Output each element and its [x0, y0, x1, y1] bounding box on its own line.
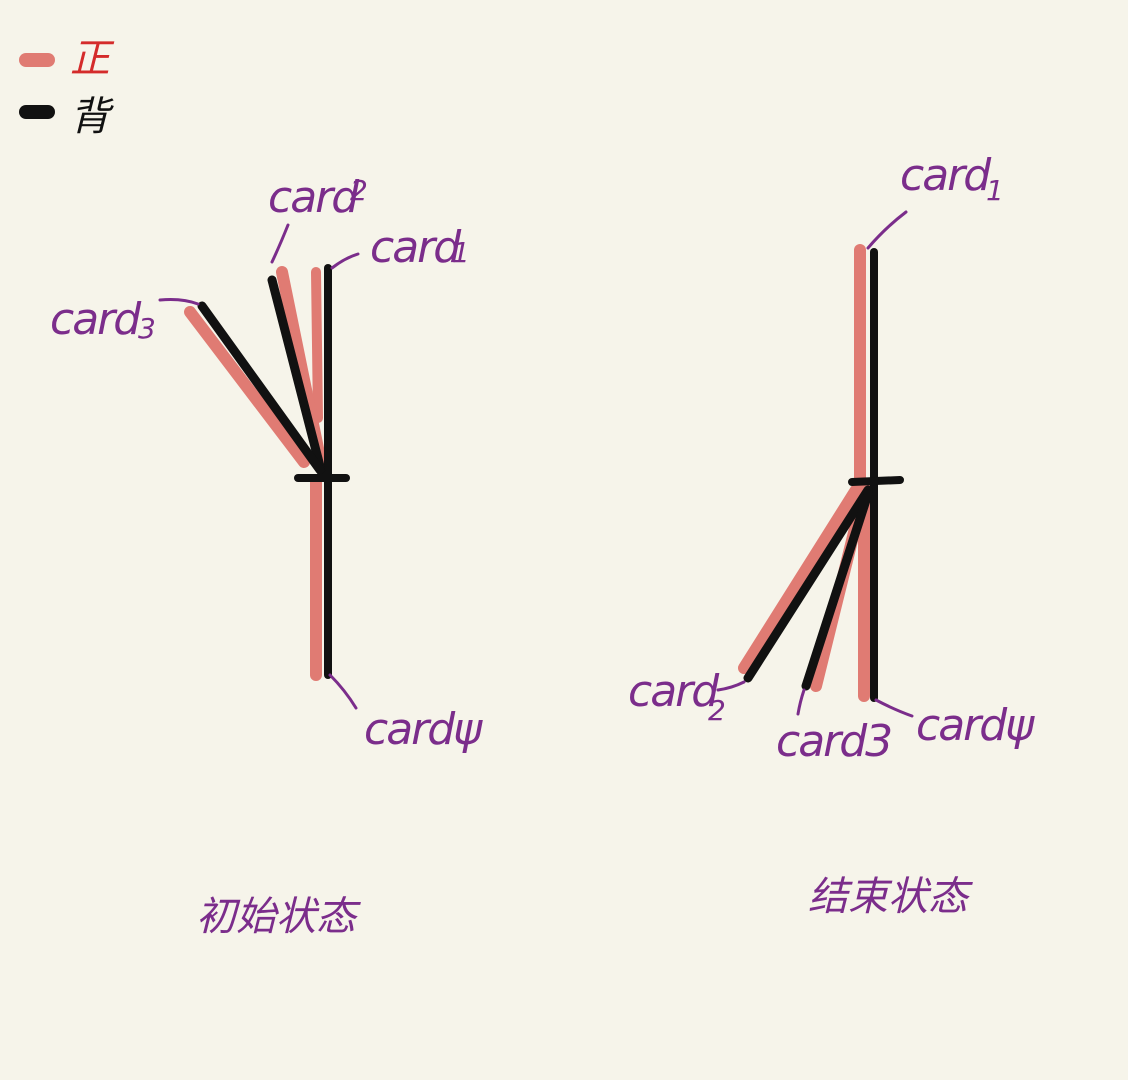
initial-card1-front	[311, 267, 323, 423]
initial-card3-leader	[158, 298, 200, 306]
final-card2-front	[738, 484, 862, 674]
initial-card3-front	[184, 306, 310, 468]
final-card1-sub: 1	[986, 174, 1004, 207]
initial-card2-sub: 2	[350, 174, 368, 207]
final-pivot-bar	[848, 476, 904, 486]
initial-card1-sub: 1	[452, 236, 470, 269]
initial-card3-sub: 3	[138, 312, 156, 345]
final-card3-label: card3	[776, 716, 891, 767]
final-card1-label: card	[900, 150, 992, 201]
final-card2-sub: 2	[708, 694, 726, 727]
legend-back-label: 背	[70, 94, 114, 140]
initial-card1-leader	[330, 252, 360, 270]
initial-state-diagram: card 1 card 2 card 3 cardψ 初始状态	[50, 172, 485, 940]
final-card2-label: card	[628, 666, 720, 717]
final-card4-label: cardψ	[916, 700, 1035, 751]
initial-card3-back	[197, 301, 325, 475]
legend: 正 背	[19, 36, 115, 140]
final-card2-back	[743, 485, 873, 683]
final-card3-leader	[796, 688, 806, 716]
final-card2-leader	[716, 680, 746, 692]
initial-card2-label: card	[268, 172, 360, 223]
final-card1-leader	[866, 210, 908, 250]
final-state-diagram: card 1 card 2 card3 cardψ 结束状态	[628, 150, 1037, 920]
initial-card2-leader	[270, 223, 290, 264]
final-card3-back	[801, 489, 873, 691]
initial-card4-leader	[328, 673, 358, 710]
initial-card1-label: card	[370, 222, 462, 273]
initial-card4-label: cardψ	[364, 704, 483, 755]
final-card4-leader	[874, 698, 914, 718]
legend-front-label: 正	[70, 36, 115, 82]
initial-card2-back	[267, 275, 327, 479]
final-state-caption: 结束状态	[808, 874, 973, 920]
initial-card3-label: card	[50, 294, 142, 345]
initial-state-caption: 初始状态	[196, 894, 361, 940]
